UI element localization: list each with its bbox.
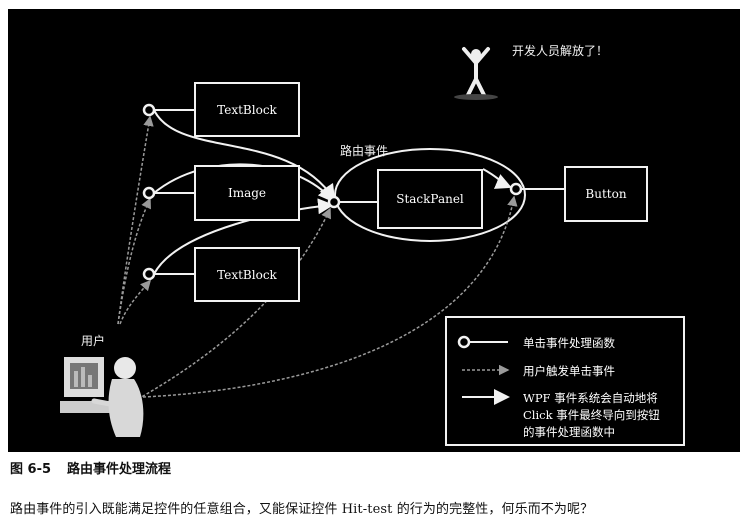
legend-wpf-text-3: 的事件处理函数中 [523,425,615,439]
route-arrow-textblock-top [153,109,336,201]
legend-user-trigger-text: 用户触发单击事件 [523,364,615,378]
handler-circle-stackpanel [327,195,341,209]
body-paragraph: 路由事件的引入既能满足控件的任意组合，又能保证控件 Hit-test 的行为的完… [10,502,594,517]
node-button: Button [564,166,648,222]
routed-event-label: 路由事件 [340,144,389,158]
figure-title: 路由事件处理流程 [67,462,172,477]
route-arrow-textblock-bottom [153,198,334,275]
legend-wpf-text-2: Click 事件最终导向到按钮 [523,408,660,422]
handler-circle-image [142,186,156,200]
figure-caption: 图 6-5 路由事件处理流程 [10,458,171,477]
user-arrow-textblock-bottom [119,279,151,325]
handler-circle-textblock-bottom [142,267,156,281]
node-textblock-bottom: TextBlock [194,247,300,302]
legend-handler-sample [457,335,508,349]
legend: 单击事件处理函数 用户触发单击事件 WPF 事件系统会自动地将 Click 事件… [445,316,685,446]
legend-wpf-text-1: WPF 事件系统会自动地将 [523,391,658,405]
node-textblock-top: TextBlock [194,82,300,137]
cheering-person-icon [454,47,498,100]
user-arrow-button [142,195,518,398]
user-label: 用户 [81,334,106,348]
handler-circle-textblock-top [142,103,156,117]
developer-label: 开发人员解放了！ [512,44,609,58]
handler-circle-button [509,182,523,196]
user-arrow-stackpanel [137,207,331,400]
user-arrow-image [117,197,151,325]
user-at-computer-icon [60,357,144,437]
routed-event-diagram: TextBlock Image TextBlock StackPanel But… [8,9,740,452]
route-arrow-to-button [482,168,512,189]
route-arrow-image [153,163,335,203]
legend-handler-text: 单击事件处理函数 [523,336,615,350]
diagram-lines [60,47,564,437]
node-stackpanel: StackPanel [377,169,483,229]
figure-number: 图 6-5 [10,462,52,477]
node-image: Image [194,165,300,221]
